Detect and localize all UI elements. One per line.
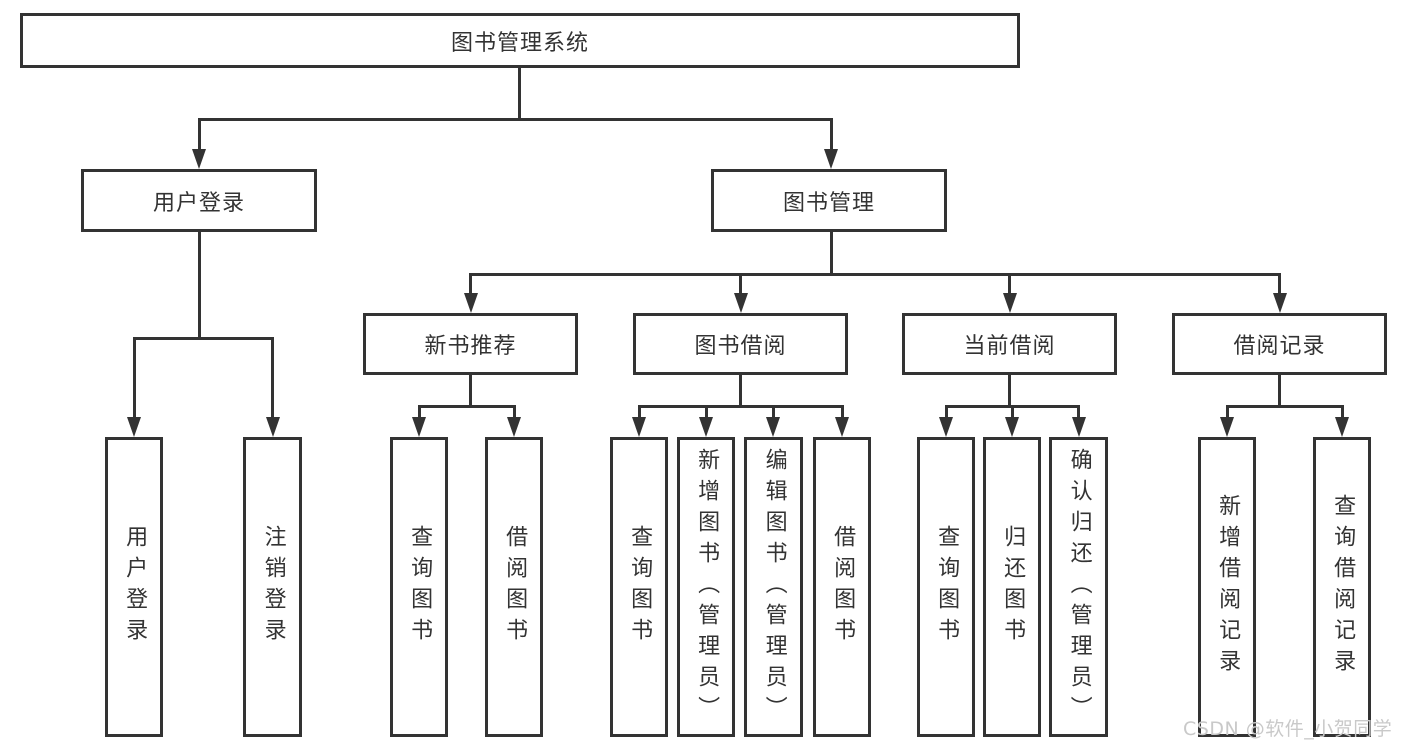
node-root: 图书管理系统 xyxy=(20,13,1020,68)
leaf-add-borrow-record: 新增借阅记录 xyxy=(1198,437,1256,737)
leaf-borrow-book-recommend-label: 借阅图书 xyxy=(502,525,528,649)
arrow-to-leaf xyxy=(939,417,953,437)
node-book-borrow: 图书借阅 xyxy=(633,313,848,375)
connector-stub xyxy=(512,405,516,419)
arrow-to-leaf xyxy=(412,417,426,437)
connector-stub-leaf-logout xyxy=(271,337,274,419)
connector-stub xyxy=(771,405,775,419)
connector-stub xyxy=(1077,405,1080,419)
connector-stub-records xyxy=(1278,273,1281,295)
connector-stub-mgmt xyxy=(829,118,833,152)
node-book-mgmt: 图书管理 xyxy=(711,169,947,232)
connector-level2-bar xyxy=(197,118,833,121)
arrow-to-current xyxy=(1002,293,1017,313)
connector-stub xyxy=(1010,405,1014,419)
connector-current-feed xyxy=(1008,375,1011,406)
node-book-mgmt-label: 图书管理 xyxy=(782,190,875,216)
leaf-query-book-current-label: 查询图书 xyxy=(934,525,960,649)
arrow-to-borrow xyxy=(733,293,748,313)
connector-stub xyxy=(704,405,708,419)
leaf-user-login-label: 用户登录 xyxy=(122,525,148,649)
arrow-to-leaf xyxy=(1335,417,1349,437)
arrow-to-leaf xyxy=(1071,417,1086,437)
node-new-book-recommend: 新书推荐 xyxy=(363,313,578,375)
leaf-edit-book-admin: 编辑图书（管理员） xyxy=(744,437,803,737)
connector-mgmt-feed xyxy=(829,232,833,274)
connector-borrow-feed xyxy=(739,375,742,406)
leaf-add-borrow-record-label: 新增借阅记录 xyxy=(1215,494,1241,680)
leaf-return-book-label: 归还图书 xyxy=(1000,525,1026,649)
leaf-confirm-return-admin: 确认归还（管理员） xyxy=(1049,437,1108,737)
leaf-borrow-book-recommend: 借阅图书 xyxy=(485,437,543,737)
node-borrow-record: 借阅记录 xyxy=(1172,313,1387,375)
arrow-to-user-login xyxy=(192,149,206,169)
arrow-to-recommend xyxy=(463,293,478,313)
leaf-borrow-book-borrow-label: 借阅图书 xyxy=(830,525,856,649)
connector-stub-recommend xyxy=(469,273,472,295)
leaf-add-book-admin-label: 新增图书（管理员） xyxy=(694,447,720,727)
arrow-to-leaf xyxy=(835,417,849,437)
node-book-borrow-label: 图书借阅 xyxy=(694,334,787,359)
leaf-return-book: 归还图书 xyxy=(983,437,1041,737)
arrow-to-leaf xyxy=(1220,417,1234,437)
connector-login-feed xyxy=(197,232,201,338)
connector-stub xyxy=(1225,405,1229,419)
connector-recommend-bar xyxy=(417,405,516,408)
leaf-query-book-recommend: 查询图书 xyxy=(390,437,448,737)
connector-stub-login xyxy=(197,118,201,152)
node-user-login-label: 用户登录 xyxy=(152,190,245,216)
arrow-to-leaf xyxy=(699,417,713,437)
connector-stub-borrow xyxy=(739,273,742,295)
arrow-to-leaf-user-login xyxy=(127,417,141,437)
connector-records-feed xyxy=(1278,375,1281,406)
leaf-query-borrow-record: 查询借阅记录 xyxy=(1313,437,1371,737)
arrow-to-leaf xyxy=(632,417,646,437)
leaf-confirm-return-admin-label: 确认归还（管理员） xyxy=(1066,447,1092,727)
node-root-label: 图书管理系统 xyxy=(450,30,589,56)
connector-login-bar xyxy=(132,337,274,340)
leaf-borrow-book-borrow: 借阅图书 xyxy=(813,437,871,737)
arrow-to-leaf xyxy=(766,417,780,437)
leaf-query-book-current: 查询图书 xyxy=(917,437,975,737)
node-current-borrow-label: 当前借阅 xyxy=(963,334,1056,359)
leaf-query-borrow-record-label: 查询借阅记录 xyxy=(1330,494,1356,680)
leaf-logout-label: 注销登录 xyxy=(260,525,286,649)
leaf-edit-book-admin-label: 编辑图书（管理员） xyxy=(761,447,787,727)
csdn-watermark: CSDN @软件_小贺同学 xyxy=(1183,718,1393,740)
leaf-logout: 注销登录 xyxy=(243,437,302,737)
connector-stub xyxy=(417,405,421,419)
node-current-borrow: 当前借阅 xyxy=(902,313,1117,375)
connector-recommend-feed xyxy=(469,375,472,406)
leaf-user-login: 用户登录 xyxy=(105,437,163,737)
connector-stub-current xyxy=(1008,273,1011,295)
leaf-query-book-borrow: 查询图书 xyxy=(610,437,668,737)
connector-stub xyxy=(637,405,641,419)
node-borrow-record-label: 借阅记录 xyxy=(1233,334,1326,359)
connector-level3-bar xyxy=(469,273,1281,276)
connector-stub xyxy=(944,405,948,419)
connector-stub xyxy=(840,405,844,419)
leaf-add-book-admin: 新增图书（管理员） xyxy=(677,437,735,737)
connector-records-bar xyxy=(1225,405,1344,408)
leaf-query-book-recommend-label: 查询图书 xyxy=(407,525,433,649)
leaf-query-book-borrow-label: 查询图书 xyxy=(627,525,653,649)
connector-stub-leaf-user-login xyxy=(132,337,136,419)
arrow-to-book-mgmt xyxy=(824,149,838,169)
arrow-to-leaf xyxy=(1005,417,1019,437)
arrow-to-leaf-logout xyxy=(265,417,280,437)
arrow-to-records xyxy=(1272,293,1287,313)
connector-borrow-bar xyxy=(637,405,844,408)
node-user-login: 用户登录 xyxy=(81,169,317,232)
connector-stub xyxy=(1340,405,1344,419)
node-new-book-recommend-label: 新书推荐 xyxy=(424,334,517,359)
arrow-to-leaf xyxy=(507,417,521,437)
connector-root-feed xyxy=(517,68,521,120)
